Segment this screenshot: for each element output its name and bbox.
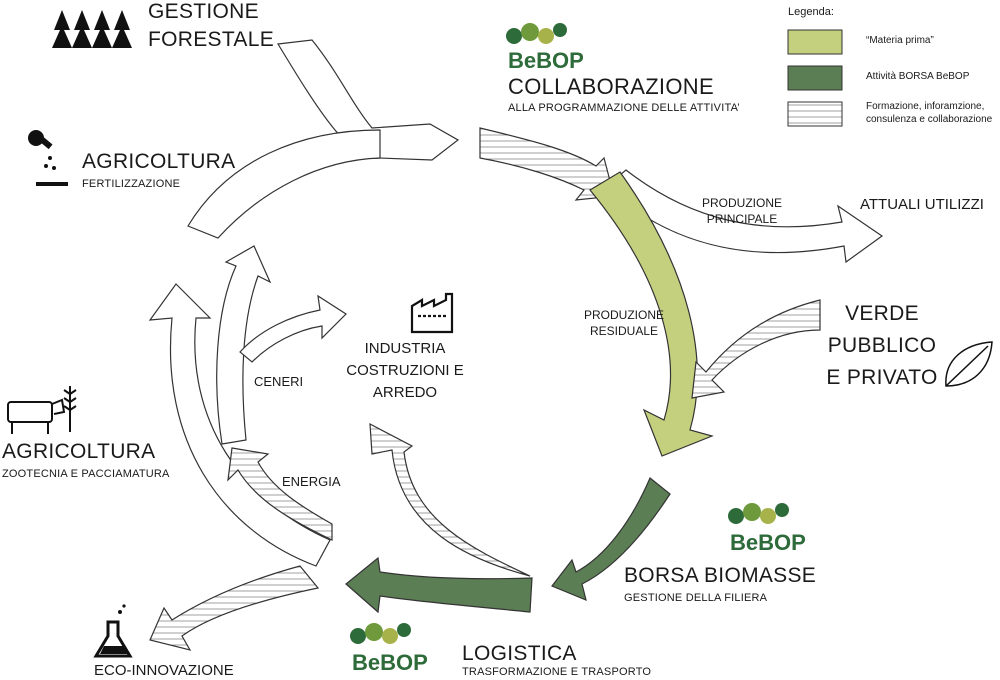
arrow-to-industria (369, 422, 531, 577)
legend-title: Legenda: (788, 6, 834, 18)
bebop-logo-text: BeBOP (730, 530, 806, 555)
verde-line2: PUBBLICO (827, 334, 937, 357)
arrow-logistica (345, 556, 533, 614)
attuali-title: ATTUALI UTILIZZI (860, 196, 984, 213)
forest-icon (52, 10, 132, 48)
bebop-logo-text: BeBOP (508, 48, 584, 73)
industria-line2: COSTRUZIONI E (346, 362, 464, 379)
industria-line3: ARREDO (372, 384, 438, 401)
verde-line3: E PRIVATO (826, 366, 938, 389)
arrow-gestione-to-collab (277, 39, 460, 161)
prod-residuale-line1: PRODUZIONE (583, 308, 664, 322)
arrow-energia (227, 447, 333, 541)
factory-icon (410, 292, 454, 334)
agri-fert-title: AGRICOLTURA (82, 150, 236, 173)
collab-subtitle: ALLA PROGRAMMAZIONE DELLE ATTIVITA’ (508, 102, 740, 114)
gestione-line1: GESTIONE (148, 0, 259, 23)
cow-wheat-icon (7, 386, 77, 434)
industria-line1: INDUSTRIA (364, 340, 446, 357)
legend-item-materia: “Materia prima” (866, 35, 934, 46)
gestione-line2: FORESTALE (148, 28, 275, 51)
energia-label: ENERGIA (282, 474, 341, 489)
borsa-subtitle: GESTIONE DELLA FILIERA (624, 592, 768, 604)
agri-zoo-subtitle: ZOOTECNIA E PACCIAMATURA (2, 468, 170, 480)
arrow-ceneri (216, 245, 272, 445)
agri-zoo-title: AGRICOLTURA (2, 440, 156, 463)
arrow-ceneri-to-industria (239, 294, 347, 363)
bebop-logo-text: BeBOP (352, 650, 428, 675)
logistica-subtitle: TRASFORMAZIONE E TRASPORTO (462, 666, 652, 678)
prod-residuale-line2: RESIDUALE (589, 324, 659, 338)
prod-principale-line2: PRINCIPALE (706, 212, 778, 226)
legend-swatch-borsa (787, 65, 843, 91)
leaf-icon (945, 341, 993, 387)
borsa-title: BORSA BIOMASSE (624, 564, 817, 587)
eco-title: ECO-INNOVAZIONE (94, 662, 234, 679)
bebop-logo-icon: BeBOP (506, 23, 584, 73)
arrow-cycle-left-up (187, 129, 381, 239)
arrow-to-borsa (551, 477, 671, 602)
prod-principale-line1: PRODUZIONE (701, 196, 782, 210)
bebop-logo-icon: BeBOP (350, 623, 428, 675)
hand-seed-icon (28, 130, 68, 186)
collab-title: COLLABORAZIONE (508, 74, 714, 99)
legend-item-formazione: Formazione, inforamzione, consulenza e c… (866, 101, 993, 125)
legend-swatch-formazione (787, 101, 843, 127)
legend-item-borsa: Attività BORSA BeBOP (866, 71, 970, 82)
flask-icon (93, 604, 133, 658)
arrow-produzione-residuale (589, 171, 714, 457)
verde-line1: VERDE (845, 302, 919, 325)
logistica-title: LOGISTICA (462, 642, 577, 665)
arrow-eco (149, 565, 320, 651)
bebop-logo-icon: BeBOP (728, 503, 806, 555)
legend-swatch-materia (787, 29, 843, 55)
ceneri-label: CENERI (254, 374, 304, 389)
arrow-verde-to-residuale (691, 299, 821, 399)
arrow-produzione-principale (613, 169, 884, 264)
agri-fert-subtitle: FERTILIZZAZIONE (82, 178, 181, 190)
